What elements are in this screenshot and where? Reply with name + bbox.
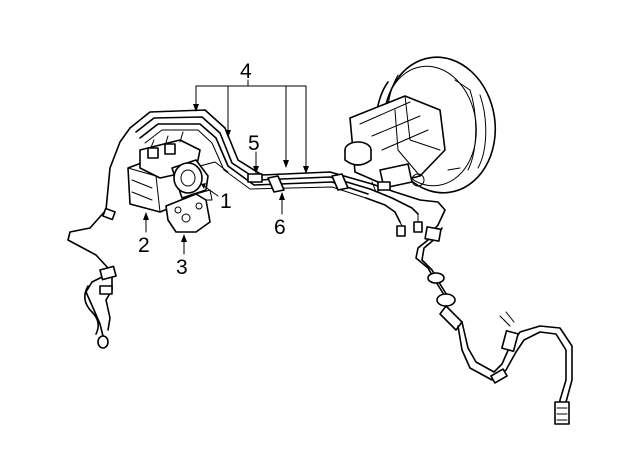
clip-6: [267, 175, 285, 193]
callout-4: 4: [240, 60, 252, 83]
brake-lines: [67, 109, 446, 269]
callout-3: 3: [176, 256, 188, 279]
master-cylinder: [344, 95, 446, 193]
abs-motor: [171, 159, 229, 199]
right-brake-hose: [415, 224, 573, 425]
clip-5: [247, 173, 263, 183]
callout-5: 5: [248, 132, 260, 155]
callout-1: 1: [220, 190, 232, 213]
left-sensor-harness: [84, 265, 117, 349]
line-clips: [247, 173, 391, 193]
callout-2: 2: [138, 234, 150, 257]
mounting-bracket: [165, 189, 213, 233]
callout-leaders: [143, 79, 309, 255]
callout-6: 6: [274, 216, 286, 239]
